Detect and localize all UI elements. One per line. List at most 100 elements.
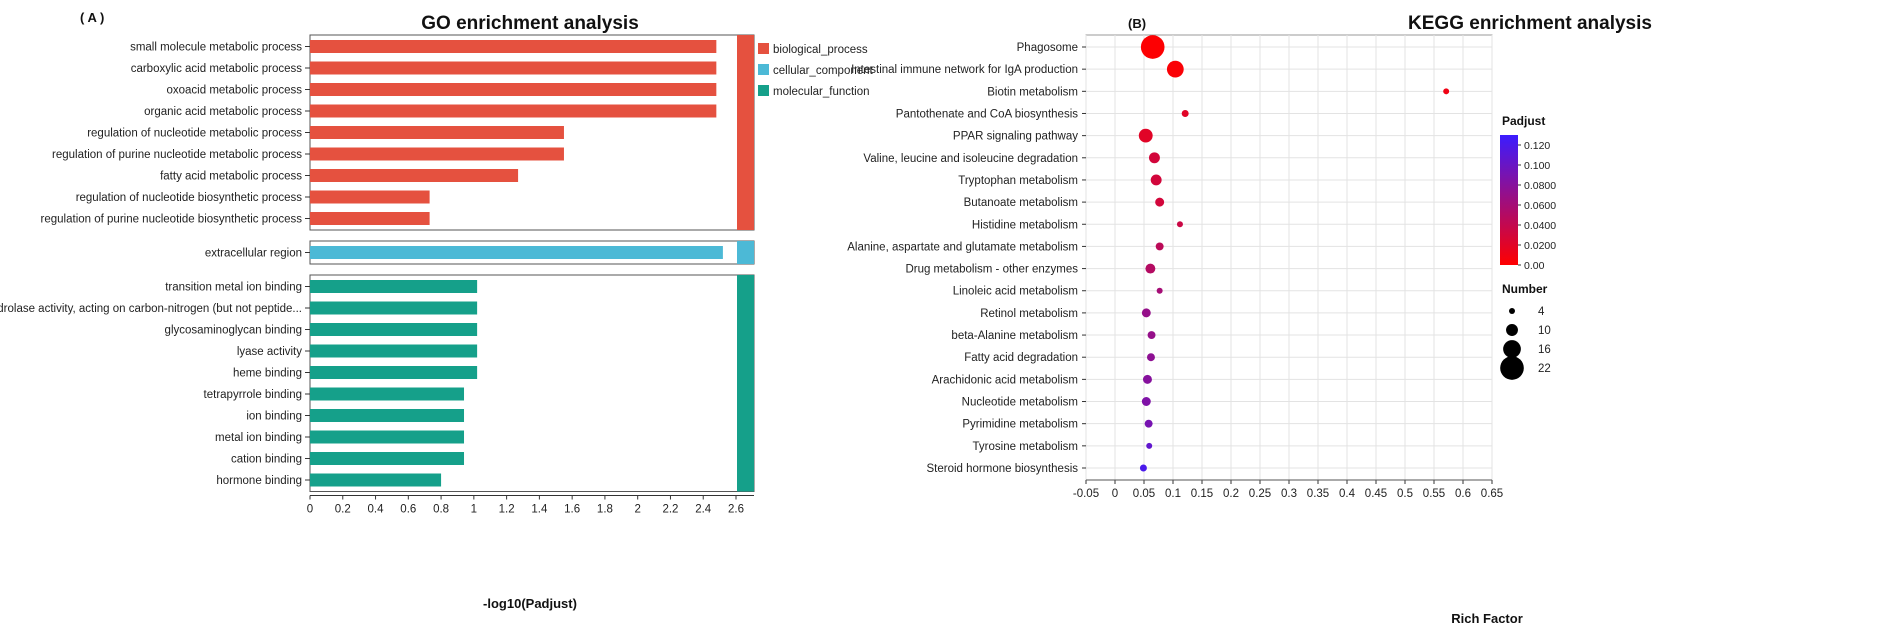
panel-label-b: (B) — [1128, 16, 1146, 31]
go-category-label: regulation of nucleotide biosynthetic pr… — [76, 192, 303, 204]
padjust-legend-tick-label: 0.00 — [1524, 260, 1545, 272]
go-category-label: hormone binding — [216, 475, 302, 487]
kegg-x-tick-label: -0.05 — [1073, 488, 1099, 500]
kegg-pathway-label: Pantothenate and CoA biosynthesis — [896, 108, 1078, 120]
kegg-pathway-label: Phagosome — [1017, 42, 1078, 54]
kegg-bubble — [1144, 419, 1153, 428]
go-bar — [310, 169, 519, 182]
kegg-bubble — [1176, 221, 1183, 228]
padjust-legend-tick-label: 0.0200 — [1524, 240, 1556, 252]
kegg-x-tick-label: 0.15 — [1191, 488, 1213, 500]
go-category-label: ion binding — [246, 411, 302, 423]
go-x-tick-label: 0.4 — [368, 504, 385, 516]
go-category-label: transition metal ion binding — [165, 282, 302, 294]
number-legend-label: 22 — [1538, 363, 1551, 375]
go-x-tick-label: 0 — [307, 504, 313, 516]
kegg-pathway-label: Tyrosine metabolism — [973, 441, 1078, 453]
go-x-tick-label: 1 — [471, 504, 477, 516]
go-bar — [310, 387, 465, 401]
go-legend-swatch — [758, 64, 769, 75]
kegg-x-tick-label: 0.55 — [1423, 488, 1445, 500]
go-bar — [310, 452, 465, 465]
go-bar — [310, 280, 478, 293]
padjust-legend-tick-label: 0.0600 — [1524, 200, 1556, 212]
kegg-bubble — [1143, 374, 1152, 384]
number-legend-title: Number — [1502, 282, 1548, 296]
kegg-pathway-label: Histidine metabolism — [972, 219, 1078, 231]
go-category-label: glycosaminoglycan binding — [165, 325, 302, 337]
go-category-label: lyase activity — [237, 346, 302, 358]
kegg-pathway-label: Biotin metabolism — [987, 86, 1078, 98]
go-category-label: regulation of purine nucleotide metaboli… — [52, 149, 302, 161]
kegg-x-tick-label: 0.25 — [1249, 488, 1271, 500]
go-legend-swatch — [758, 85, 769, 96]
go-category-label: oxoacid metabolic process — [166, 85, 302, 97]
kegg-bubble — [1443, 88, 1450, 95]
kegg-x-tick-label: 0 — [1112, 488, 1118, 500]
padjust-legend-tick-label: 0.0800 — [1524, 180, 1556, 192]
kegg-bubble — [1146, 353, 1155, 362]
kegg-bubble — [1146, 442, 1153, 449]
kegg-bubble — [1138, 128, 1153, 143]
go-bar — [310, 344, 478, 358]
number-legend-circle — [1500, 356, 1524, 380]
go-bar — [310, 212, 430, 225]
go-bar — [310, 61, 717, 75]
go-x-tick-label: 0.6 — [400, 504, 416, 516]
go-group-strip — [737, 241, 754, 264]
kegg-pathway-label: Nucleotide metabolism — [962, 397, 1078, 409]
go-category-label: cation binding — [231, 454, 302, 466]
go-x-tick-label: 0.2 — [335, 504, 351, 516]
go-category-label: fatty acid metabolic process — [160, 171, 302, 183]
go-legend-label: cellular_component — [773, 65, 874, 77]
kegg-bubble — [1181, 109, 1189, 117]
go-x-tick-label: 2.4 — [695, 504, 712, 516]
go-bar — [310, 147, 564, 161]
kegg-bubble — [1139, 464, 1147, 472]
go-chart-title: GO enrichment analysis — [421, 13, 639, 34]
go-bar — [310, 323, 478, 336]
go-category-label: regulation of purine nucleotide biosynth… — [41, 214, 303, 226]
go-category-label: organic acid metabolic process — [144, 106, 302, 118]
kegg-pathway-label: Butanoate metabolism — [964, 197, 1078, 209]
kegg-x-tick-label: 0.6 — [1455, 488, 1471, 500]
kegg-pathway-label: Drug metabolism - other enzymes — [905, 264, 1078, 276]
go-x-tick-label: 1.6 — [564, 504, 580, 516]
kegg-x-tick-label: 0.65 — [1481, 488, 1503, 500]
kegg-bubble — [1141, 308, 1151, 318]
kegg-x-tick-label: 0.1 — [1165, 488, 1181, 500]
kegg-bubble — [1155, 242, 1164, 251]
go-bar — [310, 83, 717, 96]
padjust-legend-title: Padjust — [1502, 114, 1545, 128]
go-category-label: heme binding — [233, 368, 302, 380]
kegg-pathway-label: Steroid hormone biosynthesis — [927, 463, 1079, 475]
kegg-bubble — [1141, 397, 1151, 406]
go-x-tick-label: 2.2 — [662, 504, 678, 516]
kegg-x-tick-label: 0.2 — [1223, 488, 1239, 500]
go-x-tick-label: 1.2 — [499, 504, 515, 516]
kegg-x-axis-label: Rich Factor — [1451, 611, 1523, 626]
go-x-tick-label: 1.4 — [531, 504, 548, 516]
go-bar — [310, 366, 478, 379]
number-legend-label: 16 — [1538, 344, 1551, 356]
go-x-tick-label: 2.6 — [728, 504, 744, 516]
kegg-bubble — [1140, 35, 1165, 59]
number-legend-circle — [1509, 308, 1515, 314]
padjust-legend-tick-label: 0.120 — [1524, 140, 1550, 152]
go-bar — [310, 190, 430, 204]
go-bar — [310, 126, 564, 139]
kegg-bubble — [1148, 152, 1160, 164]
kegg-bubble — [1150, 174, 1162, 186]
kegg-pathway-label: Fatty acid degradation — [964, 352, 1078, 364]
go-bar — [310, 246, 723, 259]
go-bar — [310, 104, 717, 118]
number-legend-circle — [1506, 324, 1518, 336]
go-bar — [310, 40, 717, 53]
kegg-bubble — [1155, 197, 1165, 207]
number-legend-label: 4 — [1538, 306, 1545, 318]
go-category-label: tetrapyrrole binding — [204, 389, 302, 401]
kegg-x-tick-label: 0.4 — [1339, 488, 1356, 500]
go-category-label: extracellular region — [205, 248, 302, 260]
